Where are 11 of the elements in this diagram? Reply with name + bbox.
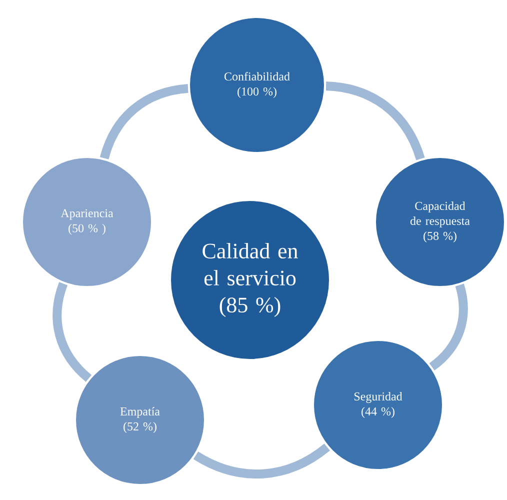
ring-segment bbox=[429, 284, 468, 370]
circle-node: Confiabilidad (100 %) bbox=[188, 16, 326, 154]
circle-node: Capacidad de respuesta (58 %) bbox=[374, 156, 506, 288]
circle-node: Seguridad (44 %) bbox=[312, 339, 444, 471]
circle-node: Apariencia (50 % ) bbox=[21, 156, 153, 288]
ring-segment bbox=[326, 81, 425, 160]
ring-segment bbox=[52, 282, 92, 382]
ring-segment bbox=[194, 443, 330, 478]
circle-node: Empatía (52 %) bbox=[74, 354, 206, 486]
ring-segment bbox=[100, 84, 189, 160]
circle-node: Calidad en el servicio (85 %) bbox=[169, 199, 331, 361]
